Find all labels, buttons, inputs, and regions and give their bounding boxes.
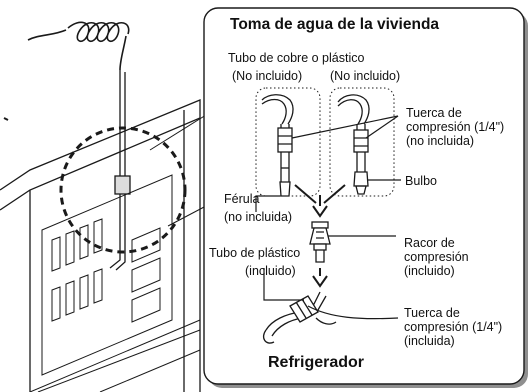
label-no-incluido-right: (No incluido) xyxy=(330,69,401,83)
panel-title: Toma de agua de la vivienda xyxy=(230,16,440,33)
footer-refrigerador: Refrigerador xyxy=(268,354,365,371)
label-tuerca-no-incluida: Tuerca de compresión (1/4") (no incluida… xyxy=(406,106,505,148)
fridge-cabinet xyxy=(0,99,201,392)
compression-union xyxy=(309,221,331,263)
coiled-tubing xyxy=(27,21,130,71)
detail-panel xyxy=(203,7,528,388)
label-tubo-plastico: Tubo de plástico (incluido) xyxy=(209,246,301,278)
refrigerator-illustration xyxy=(0,21,207,392)
fitting-illustrations xyxy=(255,87,401,344)
zoom-circle xyxy=(59,126,187,254)
label-tuerca-incluida: Tuerca de compresión (1/4") (incluida) xyxy=(404,306,503,348)
down-arrow xyxy=(312,268,328,288)
left-tube-assembly xyxy=(261,94,294,197)
label-no-incluido-left: (No incluido) xyxy=(232,69,303,83)
merge-arrows xyxy=(294,184,346,218)
label-bulbo: Bulbo xyxy=(405,174,437,188)
right-tube-assembly xyxy=(337,94,370,195)
line-fitting xyxy=(114,175,131,195)
leader-lines xyxy=(255,115,401,320)
highlight-box-right xyxy=(329,87,395,197)
label-racor: Racor de compresión (incluido) xyxy=(404,236,469,278)
plastic-tube-assembly xyxy=(262,291,337,344)
back-grille xyxy=(29,174,201,392)
water-line xyxy=(119,70,126,176)
label-ferula: Férula (no incluida) xyxy=(224,192,293,224)
label-tubo-cobre: Tubo de cobre o plástico xyxy=(228,51,365,65)
